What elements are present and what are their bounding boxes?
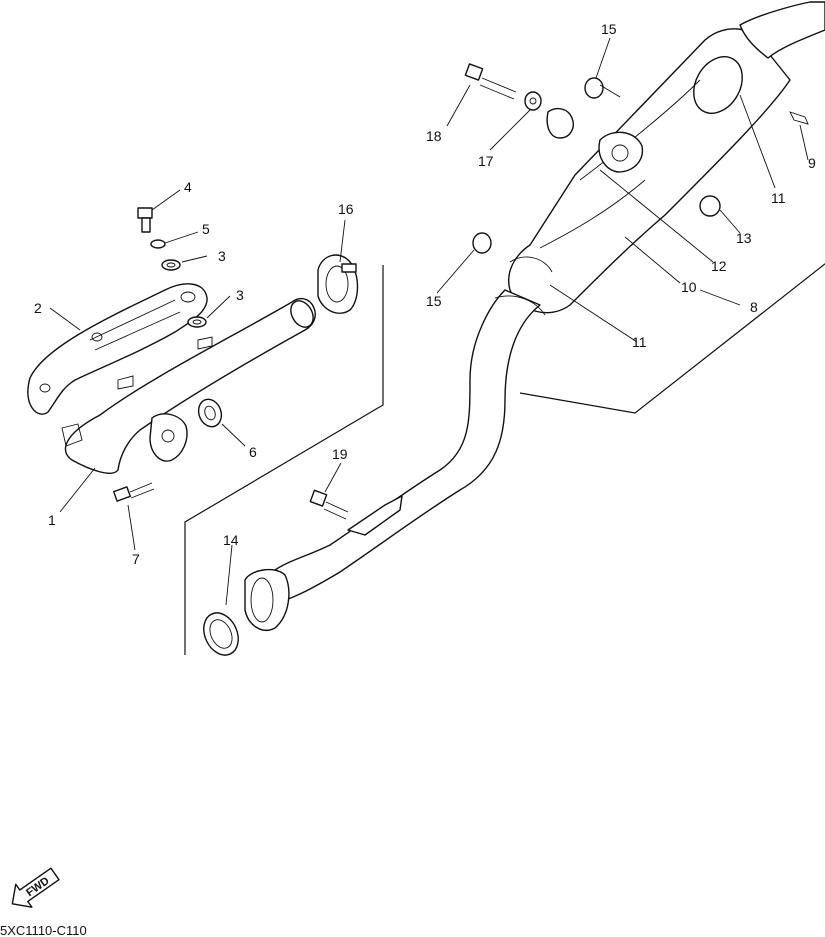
- callout-1: 1: [48, 512, 56, 528]
- small-fasteners-right: [309, 63, 809, 520]
- callout-11b: 11: [632, 334, 647, 350]
- callout-13: 13: [736, 230, 752, 246]
- small-fasteners-left: [113, 207, 223, 502]
- part-16-clamp: [317, 254, 359, 314]
- callout-3b: 3: [236, 287, 244, 303]
- callout-15b: 15: [426, 293, 442, 309]
- callout-18: 18: [426, 128, 442, 144]
- callout-14: 14: [223, 532, 239, 548]
- callout-4: 4: [184, 179, 192, 195]
- group-boundaries: [184, 263, 825, 655]
- callout-7: 7: [132, 551, 140, 567]
- callout-17: 17: [478, 153, 494, 169]
- leader-lines: [49, 37, 809, 606]
- callout-12: 12: [711, 258, 727, 274]
- callout-11a: 11: [771, 190, 786, 206]
- part-14-gasket: [203, 612, 239, 656]
- callout-3a: 3: [218, 248, 226, 264]
- rear-exhaust-pipe: [244, 289, 546, 631]
- callout-5: 5: [202, 221, 210, 237]
- part-8-muffler: [508, 1, 825, 314]
- callout-16: 16: [338, 201, 354, 217]
- part-2-protector: [27, 283, 208, 415]
- callout-2: 2: [34, 300, 42, 316]
- drawing-code: 5XC1110-C110: [0, 923, 87, 937]
- callout-9: 9: [808, 155, 816, 171]
- callout-19: 19: [332, 446, 348, 462]
- callout-10: 10: [681, 279, 697, 295]
- callout-8: 8: [750, 299, 758, 315]
- fwd-arrow-icon: FWD: [11, 867, 60, 908]
- callout-6: 6: [249, 444, 257, 460]
- callout-15a: 15: [601, 21, 617, 37]
- part-1-exhaust-pipe: [61, 297, 316, 474]
- callout-numbers: 1 2 3 3 4 5 6 7 8 9 10 11 11 12 13 14 15…: [34, 21, 816, 567]
